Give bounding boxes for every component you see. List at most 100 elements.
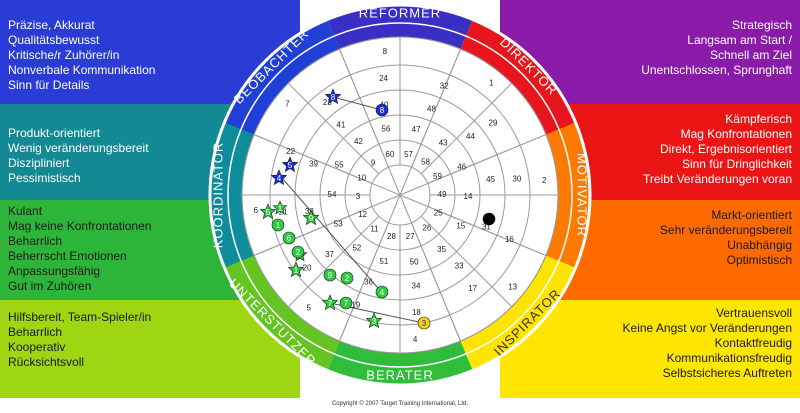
trait-text: Keine Angst vor Veränderungen (622, 321, 792, 335)
ring-number: 30 (512, 175, 521, 184)
green-star-marker (302, 209, 320, 226)
trait-text: Kritische/r Zuhörer/in (8, 48, 120, 62)
marker-number: 3 (372, 317, 377, 326)
green-dot-marker (340, 271, 354, 285)
label-band-inner-border (227, 22, 573, 368)
ring-number: 31 (482, 222, 491, 231)
wheel-sector (327, 340, 473, 385)
green-star-marker (365, 312, 383, 329)
left-panel-1: Präzise, Akkurat Qualitätsbewusst Kritis… (0, 0, 300, 104)
marker-number: 6 (287, 234, 292, 243)
green-dot-marker (282, 231, 296, 245)
green-star-marker (272, 200, 288, 215)
ring-number: 41 (336, 121, 345, 130)
marker-number: 3 (422, 319, 427, 328)
ring-number: 10 (357, 174, 366, 183)
grid-subspoke (420, 215, 513, 308)
grid-subspoke (339, 48, 389, 168)
trait-text: Markt-orientiert (711, 208, 792, 222)
ring-number: 6 (254, 206, 259, 215)
marker-number: 9 (328, 271, 333, 280)
ring-number: 36 (364, 277, 373, 286)
trait-text: Diszipliniert (8, 156, 70, 170)
ring-number: 22 (286, 147, 295, 156)
trait-text: Kulant (8, 204, 43, 218)
trait-text: Kämpferisch (725, 112, 792, 126)
ring-number: 43 (439, 138, 448, 147)
grid-subspoke (427, 134, 547, 184)
ring-number: 3 (356, 192, 361, 201)
blue-star-marker (270, 169, 288, 186)
marker-number: 7 (328, 299, 333, 308)
ring-number: 48 (427, 105, 436, 114)
ring-number: 44 (466, 132, 475, 141)
ring-number: 7 (285, 100, 290, 109)
ring-number: 47 (412, 125, 421, 134)
ring-number: 28 (387, 232, 396, 241)
outer-ring-border (208, 3, 592, 387)
ring-number: 50 (410, 258, 419, 267)
wheel-style-label: REFORMER (359, 5, 441, 20)
ring-number: 55 (335, 161, 344, 170)
green-dot-marker (339, 296, 353, 310)
blue-star-marker (281, 156, 299, 173)
wheel-style-label: KOORDINATOR (210, 142, 225, 249)
ring-number: 2 (542, 176, 547, 185)
green-star-marker (259, 203, 277, 220)
trait-text: Rücksichtsvoll (8, 355, 85, 369)
left-panel-4: Hilfsbereit, Team-Spieler/in Beharrlich … (0, 300, 300, 398)
green-dot-marker (375, 285, 389, 299)
trait-text: Beharrlich (8, 234, 63, 248)
ring-number: 39 (309, 160, 318, 169)
ring-number: 42 (354, 137, 363, 146)
trait-text: Optimistisch (726, 253, 792, 267)
ring-number: 19 (351, 300, 360, 309)
ring-number: 35 (437, 245, 446, 254)
marker-number: 7 (344, 299, 349, 308)
trait-text: Hilfsbereit, Team-Spieler/in (8, 310, 152, 324)
green-star-marker (321, 294, 339, 311)
trait-text: Mag keine Konfrontationen (8, 219, 152, 233)
ring-number: 13 (508, 282, 517, 291)
yellow-dot-marker (417, 316, 431, 330)
ring-number: 32 (440, 82, 449, 91)
ring-number: 46 (457, 162, 466, 171)
ring-number: 38 (305, 207, 314, 216)
trait-text: Mag Konfrontationen (680, 127, 792, 141)
ring-number: 33 (455, 261, 464, 270)
trait-text: Selbstsicheres Auftreten (662, 366, 792, 380)
grid-subspoke (287, 215, 380, 308)
ring-number: 53 (334, 220, 343, 229)
ring-number: 52 (352, 244, 361, 253)
marker-number: 5 (288, 161, 293, 170)
ring-number: 56 (381, 124, 390, 133)
grid-subspoke (420, 82, 513, 175)
ring-number: 24 (379, 74, 388, 83)
wheel-sector (545, 122, 590, 268)
marker-number: 4 (380, 288, 385, 297)
trait-text: Strategisch (731, 18, 792, 32)
green-dot-marker (323, 268, 337, 282)
trait-text: Nonverbale Kommunikation (8, 63, 156, 77)
right-panel-4: Vertrauensvoll Keine Angst vor Veränderu… (500, 300, 800, 398)
green-star-marker (287, 261, 305, 278)
ring-number: 11 (370, 224, 379, 233)
wheel-sector (210, 122, 255, 268)
trait-text: Produkt-orientiert (8, 126, 101, 140)
marker-number: 4 (277, 174, 282, 183)
trait-text: Kontaktfreudig (714, 336, 792, 350)
ring-number: 51 (379, 257, 388, 266)
wheel-style-label: MOTIVATOR (575, 153, 590, 237)
wheel-style-label: BERATER (366, 367, 433, 382)
green-dot-marker (291, 245, 305, 259)
trait-text: Wenig veränderungsbereit (8, 141, 149, 155)
connector-line (332, 96, 383, 111)
ring-number: 54 (328, 190, 337, 199)
wheel-sector (327, 5, 473, 50)
trait-text: Sinn für Dringlichkeit (681, 157, 792, 171)
ring-number: 17 (468, 284, 477, 293)
ring-number: 45 (486, 175, 495, 184)
ring-number: 12 (358, 210, 367, 219)
copyright-text: Copyright © 2007 Target Training Interna… (332, 400, 468, 407)
